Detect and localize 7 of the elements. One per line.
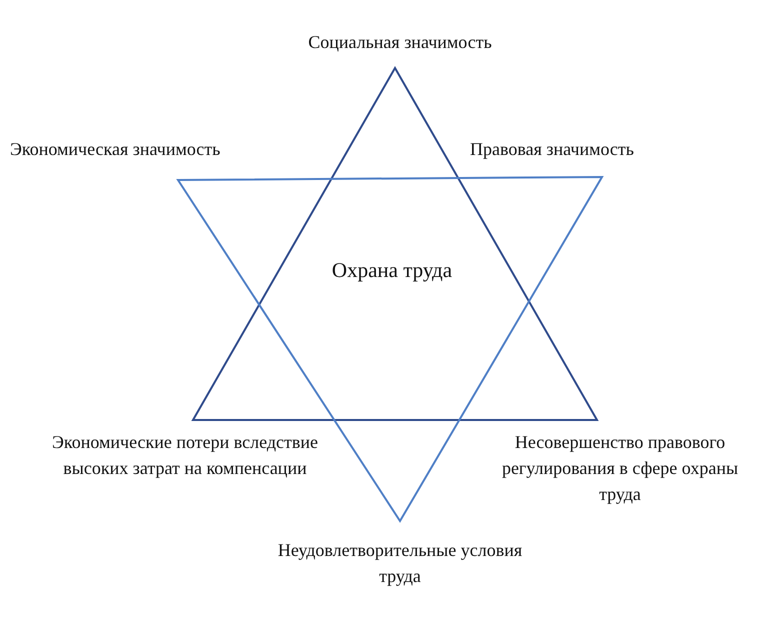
center-text: Охрана труда [322,253,462,287]
vertex-label: Экономические потери вследствие высоких затрат на компенсации [50,431,319,480]
vertex-label: Экономическая значимость [10,138,222,161]
vertex-label: Социальная значимость [307,31,493,54]
vertex-label: Неудовлетворительные условия труда [276,539,524,588]
vertex-label: Правовая значимость [470,138,635,161]
vertex-label: Несовершенство правового регулирования в сфере охраны труда [500,431,740,506]
